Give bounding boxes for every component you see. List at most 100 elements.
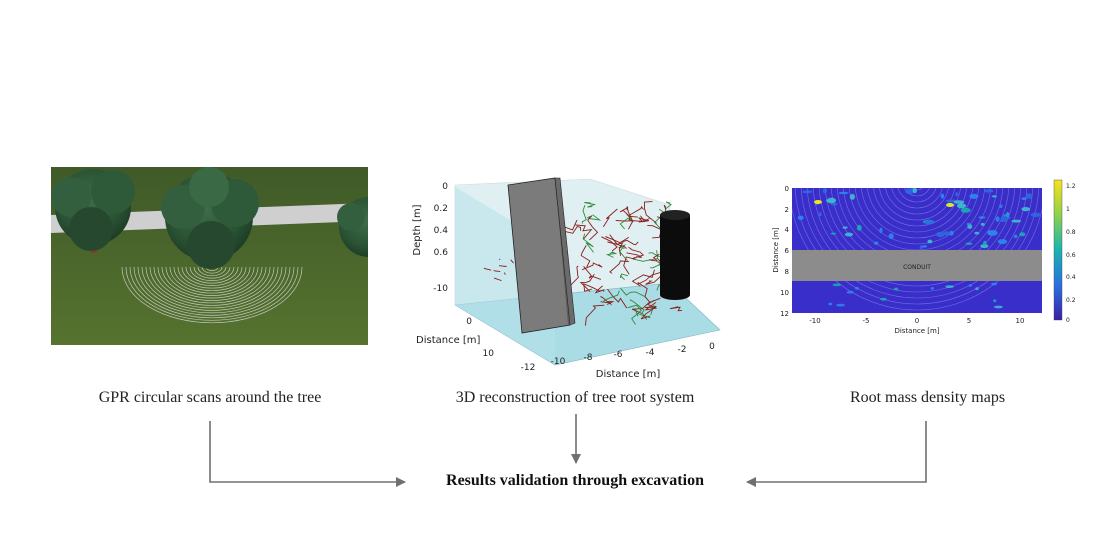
hotspot bbox=[832, 283, 842, 287]
hotspot bbox=[993, 299, 997, 303]
scan-ring bbox=[911, 188, 923, 191]
cbar-tick: 0 bbox=[1066, 317, 1070, 324]
hotspot bbox=[856, 224, 862, 231]
hotspot bbox=[968, 284, 972, 287]
root-segment bbox=[645, 300, 658, 311]
root-segment bbox=[601, 236, 618, 252]
cbar-tick: 1 bbox=[1066, 206, 1070, 213]
hotspot bbox=[818, 212, 822, 217]
density-heatmap: CONDUIT 0 2 4 6 8 10 12 Distance [m] -10… bbox=[772, 179, 1076, 335]
cbar-tick: 0.6 bbox=[1066, 252, 1076, 259]
scan-arc bbox=[137, 266, 287, 314]
colorbar-ticks: 1.2 1 0.8 0.6 0.4 0.2 0 bbox=[1066, 183, 1076, 324]
conduit-label: CONDUIT bbox=[903, 264, 931, 271]
root-segment bbox=[669, 306, 683, 312]
result-label: Results validation through excavation bbox=[446, 472, 704, 489]
hotspot bbox=[940, 193, 945, 199]
root-segment bbox=[584, 304, 605, 326]
hotspot bbox=[999, 204, 1003, 208]
scan-ring bbox=[794, 188, 1040, 305]
scan-ring bbox=[891, 188, 943, 209]
gpr-scene-image bbox=[51, 167, 368, 345]
arrow-left bbox=[209, 421, 406, 487]
scan-arc bbox=[125, 266, 299, 321]
scan-arc bbox=[185, 266, 239, 284]
scan-arc bbox=[141, 266, 283, 311]
root-segment bbox=[631, 301, 650, 314]
hotspot bbox=[1011, 219, 1022, 223]
scan-arc bbox=[193, 266, 231, 279]
hotspot bbox=[1021, 197, 1027, 201]
hotspot bbox=[842, 226, 848, 229]
root-segment bbox=[605, 251, 618, 258]
x-tick: 10 bbox=[1016, 317, 1025, 325]
hotspot bbox=[822, 188, 828, 194]
heat-y-ticks: 0 2 4 6 8 10 12 bbox=[780, 185, 789, 318]
x-tick: -12 bbox=[521, 363, 536, 373]
hotspot bbox=[1002, 214, 1010, 217]
hotspot bbox=[905, 188, 915, 194]
hotspot bbox=[1021, 207, 1030, 212]
y-tick: -10 bbox=[433, 284, 448, 294]
root-segment bbox=[493, 270, 501, 272]
scan-ring bbox=[812, 188, 1022, 287]
y-tick: 12 bbox=[780, 310, 789, 318]
x-tick: 0 bbox=[915, 317, 919, 325]
hotspot bbox=[1000, 219, 1008, 222]
scan-ring bbox=[800, 188, 1034, 299]
hotspot bbox=[888, 233, 894, 239]
scan-arc bbox=[201, 266, 223, 274]
hotspot bbox=[995, 216, 1000, 222]
root-segment bbox=[609, 234, 624, 256]
scan-ring bbox=[873, 188, 961, 227]
hotspot bbox=[945, 285, 954, 288]
z-tick: 0.4 bbox=[434, 226, 449, 236]
cbar-tick: 0.8 bbox=[1066, 229, 1076, 236]
y-tick: 0 bbox=[466, 317, 472, 327]
z-ticks: 0 0.2 0.4 0.6 bbox=[434, 182, 449, 258]
root-segment bbox=[615, 215, 646, 223]
y-tick: 6 bbox=[785, 247, 790, 255]
hotspot bbox=[936, 231, 945, 238]
y-tick: 4 bbox=[785, 226, 790, 234]
root-segment bbox=[640, 306, 658, 320]
cbar-tick: 1.2 bbox=[1066, 183, 1076, 190]
root-3d-plot: Depth [m] 0 0.2 0.4 0.6 -10 0 10 Distanc… bbox=[412, 177, 721, 380]
scan-ring bbox=[861, 188, 973, 239]
scan-arc bbox=[181, 266, 243, 286]
scan-arc bbox=[149, 266, 275, 306]
root-segment bbox=[620, 273, 629, 281]
hotspot bbox=[927, 239, 933, 244]
hotspot bbox=[924, 219, 935, 225]
hotspot bbox=[983, 240, 987, 246]
hotspot bbox=[980, 244, 989, 249]
scan-arc bbox=[157, 266, 267, 301]
hotspot bbox=[969, 193, 979, 199]
root-segment bbox=[645, 275, 662, 285]
root-segment bbox=[631, 269, 655, 287]
scan-ring bbox=[792, 207, 1042, 311]
root-segment bbox=[581, 205, 587, 224]
root-segment bbox=[483, 267, 492, 271]
y-ticks: -10 0 10 bbox=[433, 284, 494, 359]
hotspot bbox=[946, 203, 954, 207]
root-segment bbox=[607, 288, 628, 309]
root-segment bbox=[579, 273, 595, 292]
hotspot bbox=[990, 282, 998, 286]
hotspot bbox=[984, 189, 994, 193]
scan-ring bbox=[879, 188, 955, 221]
z-tick: 0 bbox=[442, 182, 448, 192]
root-segment bbox=[606, 301, 615, 306]
hotspot bbox=[849, 193, 855, 200]
hotspot bbox=[978, 216, 986, 219]
caption-density-maps: Root mass density maps bbox=[849, 389, 1006, 406]
scan-ring bbox=[855, 188, 979, 245]
density-hotspots bbox=[797, 188, 1042, 309]
hotspot bbox=[991, 195, 997, 198]
x-tick: -10 bbox=[809, 317, 820, 325]
scan-arc bbox=[173, 266, 251, 291]
scan-arc bbox=[177, 266, 247, 289]
x-ticks: -12 -10 -8 -6 -4 -2 0 bbox=[521, 342, 715, 373]
colorbar bbox=[1053, 179, 1063, 321]
root-segment bbox=[664, 201, 672, 210]
